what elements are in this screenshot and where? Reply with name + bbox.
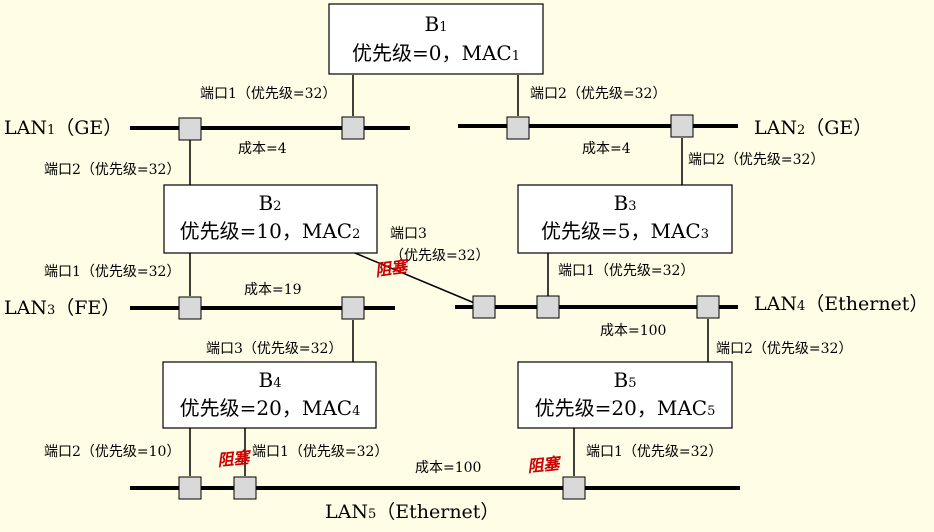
b1-info: 优先级=0，MAC1 [352,41,520,65]
b2-info: 优先级=10，MAC2 [180,219,361,243]
port-b2-p3 [472,295,496,319]
b3-info: 优先级=5，MAC3 [541,219,709,243]
b1-name: B1 [425,12,448,36]
b2-port1-label: 端口1（优先级=32） [44,264,180,280]
port-b4-p1 [233,476,257,500]
port-b1-p1 [341,116,365,140]
bridge-b4 [162,361,377,429]
port-b2-p2 [178,117,202,141]
port-b4-p3 [341,296,365,320]
b4-info: 优先级=20，MAC4 [180,396,361,420]
bridge-b3 [517,184,733,254]
lan1-cost: 成本=4 [238,141,287,157]
port-b5-p2 [696,295,720,319]
lan4-label: LAN4（Ethernet） [754,293,928,315]
b2-port2-label: 端口2（优先级=32） [44,162,180,178]
bridge-b2 [163,184,378,254]
lan3-cost: 成本=19 [244,282,302,298]
b5-port2-label: 端口2（优先级=32） [716,341,852,357]
b4-port1-label: 端口1（优先级=32） [252,444,388,460]
link-b2-p3 [354,252,485,308]
b5-name: B5 [614,368,637,392]
port-b3-p2 [670,114,694,138]
b4-name: B4 [259,368,282,392]
port-b1-p2 [506,116,530,140]
b5-port1-label: 端口1（优先级=32） [586,444,722,460]
lan5-cost: 成本=100 [415,460,481,476]
b2-port3-label-line2: （优先级=32） [390,248,490,264]
bridge-b5 [517,361,733,429]
b2-port3-label-line1: 端口3 [390,226,427,242]
b4-port2-label: 端口2（优先级=10） [44,444,180,460]
b3-port1-label: 端口1（优先级=32） [558,263,694,279]
port-b2-p1 [178,296,202,320]
lan2-cost: 成本=4 [582,141,631,157]
lan3-label: LAN3（FE） [4,297,120,319]
blocked-label-b5-port1: 阻塞 [526,453,563,476]
port-b3-p1 [536,295,560,319]
b1-port2-label: 端口2（优先级=32） [530,86,666,102]
b4-port3-label: 端口3（优先级=32） [206,341,342,357]
blocked-label-b2-port3: 阻塞 [374,256,411,280]
port-b4-p2 [178,476,202,500]
lan5-label: LAN5（Ethernet） [325,501,499,523]
b3-name: B3 [614,191,637,215]
b2-name: B2 [259,191,282,215]
b5-info: 优先级=20，MAC5 [535,396,716,420]
b3-port2-label: 端口2（优先级=32） [688,152,824,168]
b1-port1-label: 端口1（优先级=32） [200,86,336,102]
lan2-label: LAN2（GE） [754,117,872,139]
blocked-label-b4-port2: 阻塞 [216,447,253,470]
bridge-b1 [328,3,544,75]
port-b5-p1 [562,476,586,500]
lan1-label: LAN1（GE） [4,117,122,139]
lan4-cost: 成本=100 [600,323,666,339]
